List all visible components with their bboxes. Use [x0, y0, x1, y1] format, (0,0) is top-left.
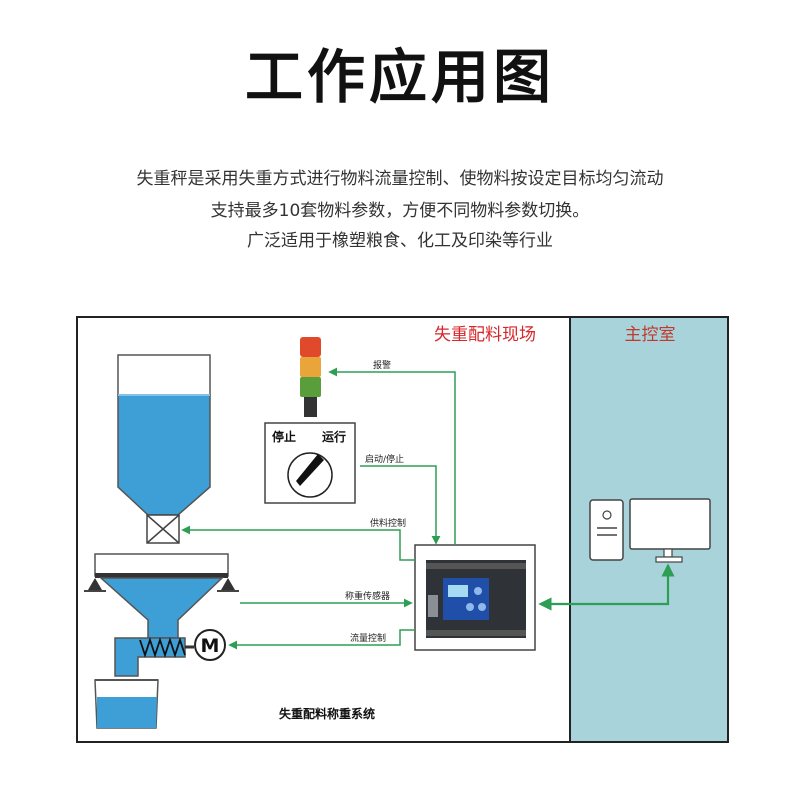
switch-stop-label: 停止: [272, 429, 296, 444]
feed-control-signal-line: [181, 525, 415, 561]
site-label: 失重配料现场: [434, 325, 536, 345]
controller-pc-link: [538, 563, 675, 611]
motor: M: [194, 629, 226, 661]
control-room-label: 主控室: [625, 325, 676, 345]
weigh-hopper: [84, 553, 239, 639]
stop-run-switch: 停止 运行: [264, 422, 356, 504]
page-title: 工作应用图: [244, 43, 555, 111]
computer: [589, 498, 711, 563]
computer-tower: [589, 499, 624, 561]
weigh-sensor-signal-label: 称重传感器: [345, 590, 390, 602]
feed-control-signal-label: 供料控制: [370, 517, 406, 529]
diagram-frame: [76, 316, 729, 743]
start-stop-signal-line: [360, 465, 441, 545]
system-caption: 失重配料称重系统: [279, 706, 375, 721]
description-line-3: 广泛适用于橡塑粮食、化工及印染等行业: [247, 231, 553, 251]
alarm-signal-label: 报警: [373, 359, 391, 371]
alarm-signal-line: [328, 367, 456, 545]
controller: [414, 544, 536, 651]
motor-label: M: [201, 635, 220, 657]
switch-run-label: 运行: [322, 429, 346, 444]
receiving-container: [94, 679, 159, 729]
feed-valve: [146, 514, 180, 544]
start-stop-signal-label: 启动/停止: [365, 453, 404, 465]
flow-control-signal-line: [228, 629, 415, 650]
computer-monitor: [629, 498, 711, 550]
description-line-2: 支持最多10套物料参数，方便不同物料参数切换。: [210, 201, 590, 221]
signal-tower-light: [300, 337, 321, 417]
upper-hopper: [117, 354, 211, 516]
flow-control-signal-label: 流量控制: [350, 632, 386, 644]
screw-conveyor: [114, 637, 194, 677]
description-line-1: 失重秤是采用失重方式进行物料流量控制、使物料按设定目标均匀流动: [136, 169, 664, 189]
